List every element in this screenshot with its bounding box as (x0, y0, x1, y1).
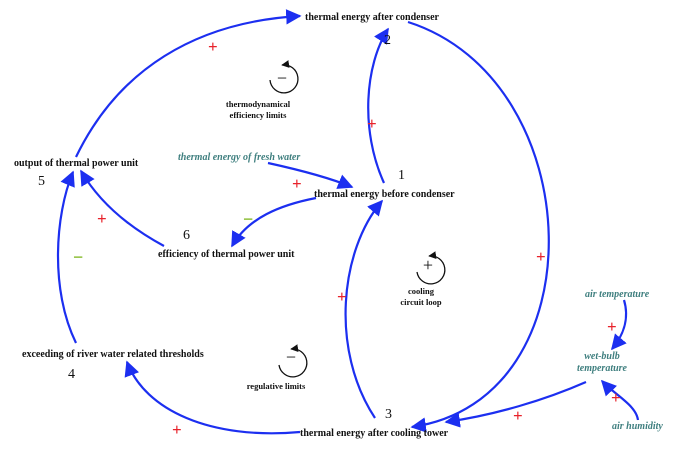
sign-air-humidity-to-wet-bulb: + (611, 388, 621, 407)
loop-thermodynamical: − thermodynamical efficiency limits (226, 60, 299, 120)
loop-cooling-circuit: + cooling circuit loop (400, 251, 446, 307)
arrow-before-condenser-to-after-condenser (367, 27, 389, 184)
loop-thermodynamical-label-1: thermodynamical (226, 99, 291, 109)
node-number-1: 1 (398, 168, 405, 183)
node-number-3: 3 (385, 407, 392, 422)
loop-cooling-label-1: cooling (408, 286, 435, 296)
node-exceeding-of-river-water-thresholds: exceeding of river water related thresho… (22, 349, 204, 360)
sign-wet-bulb-to-cooling-tower: + (513, 406, 523, 425)
loop-thermodynamical-circle (269, 60, 299, 94)
sign-output-to-after-condenser: + (208, 37, 218, 56)
sign-after-condenser-to-cooling-tower: + (536, 247, 546, 266)
sign-efficiency-to-output: + (97, 209, 107, 228)
arrow-after-cooling-tower-to-before-condenser (344, 199, 384, 419)
node-thermal-energy-after-condenser: thermal energy after condenser (305, 12, 440, 23)
sign-air-temperature-to-wet-bulb: + (607, 317, 617, 336)
external-wet-bulb-temperature-1: wet-bulb (584, 351, 620, 362)
loop-cooling-label-2: circuit loop (400, 297, 441, 307)
arrow-after-cooling-tower-to-exceeding (124, 360, 301, 435)
sign-before-to-after-condenser: + (367, 114, 377, 133)
node-thermal-energy-after-cooling-tower: thermal energy after cooling tower (300, 428, 449, 439)
loop-regulative-polarity: − (286, 347, 296, 367)
sign-exceeding-to-output: − (73, 247, 83, 267)
arrow-wet-bulb-to-after-cooling-tower (444, 380, 587, 428)
loop-thermodynamical-label-2: efficiency limits (230, 110, 288, 120)
loop-regulative-circle (278, 344, 308, 378)
sign-cooling-tower-to-before-condenser: + (337, 287, 347, 306)
arrow-air-temperature-to-wet-bulb (611, 299, 628, 351)
sign-fresh-water-to-before-condenser: + (292, 174, 302, 193)
node-number-4: 4 (68, 367, 75, 382)
external-thermal-energy-of-fresh-water: thermal energy of fresh water (178, 152, 300, 163)
node-number-6: 6 (183, 228, 190, 243)
node-efficiency-of-thermal-power-unit: efficiency of thermal power unit (158, 249, 295, 260)
external-air-temperature: air temperature (585, 289, 650, 300)
sign-before-condenser-to-efficiency: − (243, 209, 253, 229)
arrow-efficiency-to-output (80, 169, 165, 247)
node-number-5: 5 (38, 174, 45, 189)
external-wet-bulb-temperature-2: temperature (577, 363, 628, 374)
arrow-fresh-water-to-before-condenser (267, 161, 354, 189)
sign-cooling-tower-to-exceeding: + (172, 420, 182, 439)
arrow-after-condenser-to-after-cooling-tower (407, 20, 550, 433)
arrow-before-condenser-to-efficiency (231, 196, 317, 248)
loop-cooling-circle (416, 251, 446, 285)
loop-cooling-polarity: + (423, 255, 433, 275)
external-air-humidity: air humidity (612, 421, 663, 432)
node-output-of-thermal-power-unit: output of thermal power unit (14, 158, 139, 169)
node-number-2: 2 (384, 33, 391, 48)
loop-thermodynamical-polarity: − (277, 68, 287, 88)
node-thermal-energy-before-condenser: thermal energy before condenser (314, 189, 455, 200)
arrow-air-humidity-to-wet-bulb (600, 379, 640, 421)
arrow-output-to-after-condenser (75, 9, 302, 158)
loop-regulative: − regulative limits (247, 344, 308, 391)
arrow-exceeding-to-output (56, 170, 77, 344)
loop-regulative-label: regulative limits (247, 381, 306, 391)
